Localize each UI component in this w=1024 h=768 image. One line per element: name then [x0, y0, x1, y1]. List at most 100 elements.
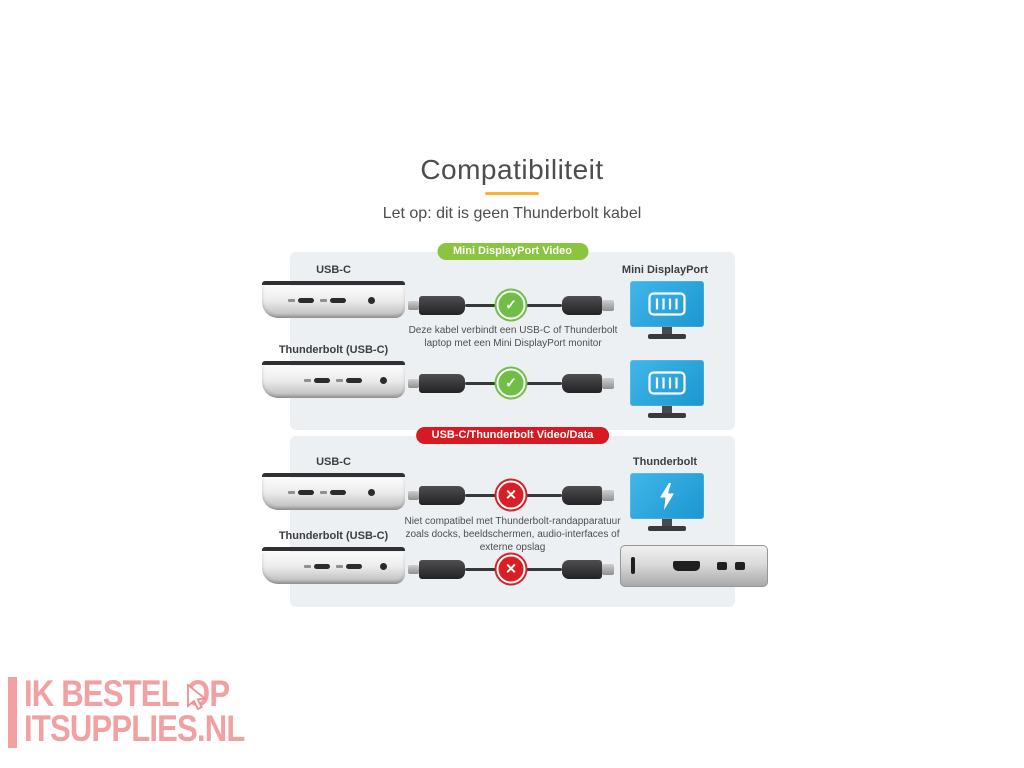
title-underline [485, 192, 539, 195]
headphone-jack-icon [368, 297, 375, 304]
caption-line: Niet compatibel met Thunderbolt-randappa… [404, 516, 621, 527]
monitor-stand [662, 519, 672, 526]
page-subtitle: Let op: dit is geen Thunderbolt kabel [382, 205, 642, 222]
monitor-screen [630, 473, 704, 519]
usbc-port-icon [330, 490, 346, 495]
laptop-usbc-image [262, 281, 405, 319]
usb-symbol-icon [288, 491, 295, 494]
thunderbolt-dock-image [620, 545, 768, 587]
caption-line: laptop met een Mini DisplayPort monitor [424, 338, 602, 349]
monitor-stand [662, 327, 672, 334]
usb-symbol-icon [288, 299, 295, 302]
usbc-to-minidp-cable-image: ✓ [408, 368, 614, 398]
watermark-line1: IK BESTEL OP [24, 673, 230, 714]
laptop-thunderbolt-image [262, 547, 405, 585]
laptop-usbc-image [262, 473, 405, 511]
monitor-base [648, 413, 686, 418]
laptop-body [262, 366, 405, 398]
thunderbolt-symbol-icon [336, 565, 343, 568]
laptop-thunderbolt-image [262, 361, 405, 399]
caption-line: zoals docks, beeldschermen, audio-interf… [405, 529, 620, 540]
device-label-usbc: USB-C [316, 264, 351, 276]
minidp-plug-icon [602, 489, 614, 501]
thunderbolt-monitor-image [630, 473, 704, 531]
usbc-port-icon [330, 298, 346, 303]
watermark-bar [8, 677, 17, 748]
headphone-jack-icon [380, 563, 387, 570]
minidp-plug-body [562, 559, 602, 579]
badge-thunderbolt-data: USB-C/Thunderbolt Video/Data [415, 427, 610, 444]
caption-line: externe opslag [479, 542, 546, 553]
device-label-thunderbolt-usbc: Thunderbolt (USB-C) [278, 344, 389, 356]
thunderbolt-port-icon [735, 562, 745, 570]
thunderbolt-port-icon [346, 564, 362, 569]
minidp-plug-icon [602, 299, 614, 311]
minidp-plug-body [562, 295, 602, 315]
panel-thunderbolt-data: USB-C/Thunderbolt Video/Data USB-C ✕ Nie… [262, 427, 768, 607]
monitor-stand [662, 406, 672, 413]
watermark-itsupplies: IK BESTEL OP ITSUPPLIES.NL [8, 673, 286, 748]
monitor-screen [630, 281, 704, 327]
laptop-body [262, 286, 405, 318]
headphone-jack-icon [380, 377, 387, 384]
usbc-plug-body [419, 485, 465, 505]
laptop-lid [262, 361, 405, 365]
usb-symbol-icon [320, 299, 327, 302]
laptop-lid [262, 547, 405, 551]
usbc-plug-icon [408, 300, 419, 310]
hdmi-port-icon [673, 561, 700, 571]
minidp-plug-icon [602, 563, 614, 575]
compatibility-caption: Deze kabel verbindt een USB-C of Thunder… [402, 324, 624, 350]
cross-icon: ✕ [496, 480, 526, 510]
minidp-monitor-image [630, 360, 704, 418]
minidp-plug-body [562, 373, 602, 393]
incompatibility-caption: Niet compatibel met Thunderbolt-randappa… [395, 515, 630, 554]
usbc-to-minidp-cable-image: ✕ [408, 554, 614, 584]
thunderbolt-symbol-icon [336, 379, 343, 382]
usbc-port-icon [298, 298, 314, 303]
usbc-plug-body [419, 373, 465, 393]
usbc-port-icon [298, 490, 314, 495]
thunderbolt-port-icon [717, 562, 727, 570]
thunderbolt-port-icon [314, 564, 330, 569]
usbc-plug-body [419, 295, 465, 315]
minidp-plug-icon [602, 377, 614, 389]
badge-minidp-video: Mini DisplayPort Video [437, 243, 588, 260]
usb-symbol-icon [320, 491, 327, 494]
thunderbolt-port-icon [314, 378, 330, 383]
dock-slot-port-icon [631, 557, 635, 574]
usbc-plug-body [419, 559, 465, 579]
check-icon: ✓ [496, 368, 526, 398]
monitor-label-minidp: Mini DisplayPort [621, 264, 709, 276]
device-label-thunderbolt-usbc: Thunderbolt (USB-C) [278, 530, 389, 542]
monitor-base [648, 526, 686, 531]
cross-icon: ✕ [496, 554, 526, 584]
laptop-body [262, 552, 405, 584]
headphone-jack-icon [368, 489, 375, 496]
monitor-base [648, 334, 686, 339]
device-label-usbc: USB-C [316, 456, 351, 468]
usbc-plug-icon [408, 564, 419, 574]
panel-minidp-video: Mini DisplayPort Video USB-C ✓ Deze kabe… [262, 243, 735, 430]
watermark-text: IK BESTEL OP ITSUPPLIES.NL [24, 673, 245, 748]
thunderbolt-symbol-icon [304, 379, 311, 382]
thunderbolt-icon [660, 482, 674, 510]
usbc-plug-icon [408, 378, 419, 388]
page-title: Compatibiliteit [420, 154, 604, 185]
laptop-lid [262, 281, 405, 285]
usbc-to-minidp-cable-image: ✓ [408, 290, 614, 320]
caption-line: Deze kabel verbindt een USB-C of Thunder… [408, 325, 618, 336]
thunderbolt-port-icon [346, 378, 362, 383]
usbc-to-minidp-cable-image: ✕ [408, 480, 614, 510]
laptop-body [262, 478, 405, 510]
usbc-plug-icon [408, 490, 419, 500]
monitor-screen [630, 360, 704, 406]
check-icon: ✓ [496, 290, 526, 320]
minidp-monitor-image [630, 281, 704, 339]
minidp-plug-body [562, 485, 602, 505]
laptop-lid [262, 473, 405, 477]
minidp-icon [648, 371, 686, 395]
monitor-label-thunderbolt: Thunderbolt [632, 456, 698, 468]
thunderbolt-symbol-icon [304, 565, 311, 568]
cursor-icon [187, 683, 208, 711]
